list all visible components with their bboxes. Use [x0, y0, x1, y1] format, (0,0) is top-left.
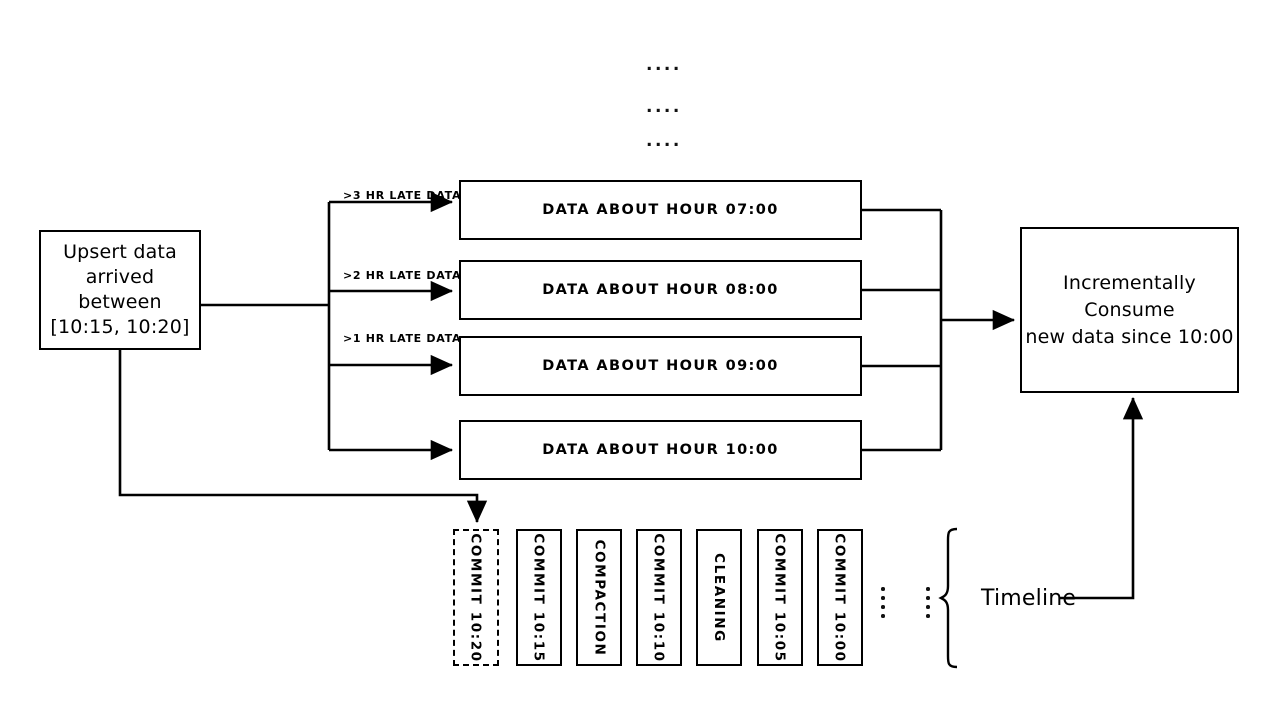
- commit-box-10-10-label: COMMIT 10:10: [651, 532, 668, 663]
- upsert-line-3: [10:15, 10:20]: [50, 316, 190, 338]
- edge-timeline-to-consume: [1060, 396, 1144, 600]
- commit-box-10-05[interactable]: COMMIT 10:05: [757, 529, 803, 666]
- consume-line-1: Incrementally Consume: [1063, 271, 1196, 321]
- edge-label-2hr-late: >2 HR LATE DATA: [343, 269, 462, 282]
- edge-upsert-to-commit: [118, 350, 488, 524]
- ellipsis-top-2: ....: [646, 97, 682, 117]
- commit-box-10-00[interactable]: COMMIT 10:00: [817, 529, 863, 666]
- commit-box-cleaning-label: CLEANING: [711, 552, 727, 643]
- hour-box-10-label: DATA ABOUT HOUR 10:00: [542, 442, 779, 458]
- incremental-consume-box[interactable]: Incrementally Consume new data since 10:…: [1020, 227, 1239, 393]
- edge-label-3hr-late: >3 HR LATE DATA: [343, 189, 462, 202]
- timeline-brace-icon: [938, 527, 958, 669]
- commit-box-10-20[interactable]: COMMIT 10:20: [453, 529, 499, 666]
- hour-box-09[interactable]: DATA ABOUT HOUR 09:00: [459, 336, 862, 396]
- commit-box-10-10[interactable]: COMMIT 10:10: [636, 529, 682, 666]
- timeline-ellipsis-1: [881, 587, 885, 623]
- upsert-source-box[interactable]: Upsert data arrived between [10:15, 10:2…: [39, 230, 201, 350]
- upsert-source-label: Upsert data arrived between [10:15, 10:2…: [41, 240, 199, 340]
- timeline-ellipsis-2: [926, 587, 930, 623]
- hour-box-08-label: DATA ABOUT HOUR 08:00: [542, 282, 779, 298]
- ellipsis-top-1: ....: [646, 55, 682, 75]
- commit-box-10-05-label: COMMIT 10:05: [772, 532, 789, 663]
- commit-box-10-15[interactable]: COMMIT 10:15: [516, 529, 562, 666]
- incremental-consume-label: Incrementally Consume new data since 10:…: [1022, 270, 1237, 351]
- edge-label-1hr-late: >1 HR LATE DATA: [343, 332, 462, 345]
- commit-box-compaction-label: COMPACTION: [591, 539, 607, 656]
- hour-box-08[interactable]: DATA ABOUT HOUR 08:00: [459, 260, 862, 320]
- commit-box-cleaning[interactable]: CLEANING: [696, 529, 742, 666]
- commit-box-compaction[interactable]: COMPACTION: [576, 529, 622, 666]
- hour-box-07-label: DATA ABOUT HOUR 07:00: [542, 202, 779, 218]
- upsert-line-1: Upsert data: [63, 241, 177, 263]
- consume-line-2: new data since 10:00: [1025, 325, 1234, 348]
- hour-box-09-label: DATA ABOUT HOUR 09:00: [542, 358, 779, 374]
- hour-box-10[interactable]: DATA ABOUT HOUR 10:00: [459, 420, 862, 480]
- commit-box-10-00-label: COMMIT 10:00: [832, 532, 849, 663]
- ellipsis-top-3: ....: [646, 131, 682, 151]
- timeline-label: Timeline: [981, 586, 1077, 611]
- upsert-line-2: arrived between: [78, 266, 162, 313]
- commit-box-10-15-label: COMMIT 10:15: [531, 532, 548, 663]
- hour-box-07[interactable]: DATA ABOUT HOUR 07:00: [459, 180, 862, 240]
- commit-box-10-20-label: COMMIT 10:20: [468, 532, 485, 663]
